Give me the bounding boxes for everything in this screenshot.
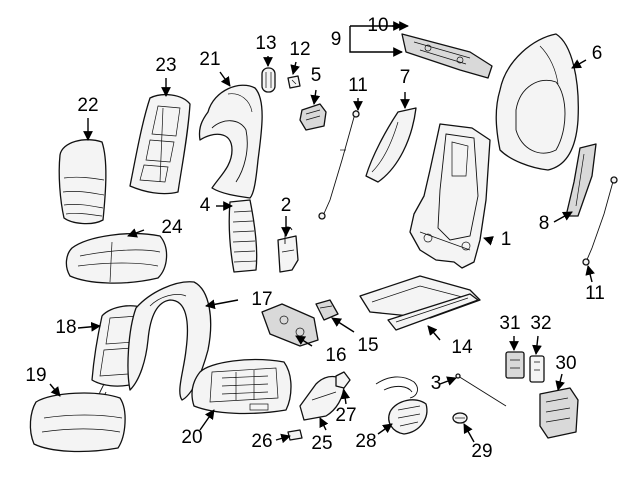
callout-1: 1	[501, 229, 512, 250]
callout-27: 27	[335, 405, 356, 426]
callout-7: 7	[400, 67, 411, 88]
callout-20: 20	[181, 427, 202, 448]
callout-26: 26	[251, 431, 272, 452]
part-31-relay	[505, 351, 525, 379]
callout-8: 8	[539, 213, 550, 234]
part-2-recline-handle	[277, 226, 299, 273]
callout-30: 30	[555, 353, 576, 374]
callout-16: 16	[325, 345, 346, 366]
callout-14: 14	[451, 337, 473, 358]
callout-2: 2	[281, 195, 292, 216]
part-11-cable-upper	[318, 109, 360, 220]
part-24-seat-cushion-cover	[65, 233, 168, 284]
callout-29: 29	[471, 441, 492, 462]
callout-23: 23	[155, 55, 176, 76]
part-29-plug	[452, 412, 468, 424]
callout-labels: 1 2 3 4 5 6 7 8 9 10 11 11 12 13 14 15 1…	[25, 15, 604, 462]
callout-21: 21	[199, 49, 220, 70]
part-23-backrest-padding	[129, 93, 191, 195]
part-1-seat-frame	[409, 123, 491, 269]
leader-lines	[49, 21, 595, 444]
callout-5: 5	[311, 65, 322, 86]
part-7-side-trim	[365, 107, 417, 183]
part-21-upper-backrest-shell	[198, 84, 263, 199]
part-20-seat-base	[191, 358, 292, 415]
part-6-seatback-shell	[495, 33, 579, 171]
part-14-slide-rail	[387, 293, 479, 331]
part-5-switch-housing	[299, 103, 327, 131]
callout-24: 24	[161, 217, 183, 238]
callout-17: 17	[251, 289, 272, 310]
part-15-latch	[315, 299, 339, 321]
part-4-lumbar-support	[228, 199, 258, 273]
part-19-lower-cushion	[29, 392, 126, 453]
part-17-side-bolster	[127, 281, 212, 401]
callout-18: 18	[55, 317, 76, 338]
part-11-cable-right	[582, 176, 618, 266]
callout-13: 13	[255, 33, 276, 54]
callout-4: 4	[200, 195, 211, 216]
part-28-harness-switch	[375, 376, 428, 435]
part-26-clip	[287, 429, 303, 441]
callout-32: 32	[530, 313, 551, 334]
callout-15: 15	[357, 335, 378, 356]
part-32-connector	[529, 355, 545, 383]
callout-12: 12	[289, 39, 310, 60]
part-8-side-rail	[565, 143, 597, 217]
callout-9: 9	[331, 29, 342, 50]
callout-11-upper: 11	[348, 75, 368, 96]
callout-10: 10	[367, 15, 388, 36]
callout-11-right: 11	[585, 283, 605, 304]
callout-22: 22	[77, 95, 98, 116]
callout-31: 31	[499, 313, 520, 334]
callout-25: 25	[311, 433, 332, 454]
part-22-backrest-cover	[58, 139, 107, 225]
callout-6: 6	[592, 43, 603, 64]
part-30-control-module	[539, 387, 579, 439]
part-3-rod	[455, 373, 507, 407]
part-13-headrest-guide	[261, 67, 276, 93]
part-16-adjuster-bracket	[261, 303, 319, 347]
part-12-clip	[287, 75, 301, 89]
callout-19: 19	[25, 365, 46, 386]
part-27-knob	[335, 371, 351, 389]
part-10-upper-bracket	[401, 33, 493, 79]
callout-28: 28	[355, 431, 376, 452]
callout-3: 3	[431, 373, 442, 394]
